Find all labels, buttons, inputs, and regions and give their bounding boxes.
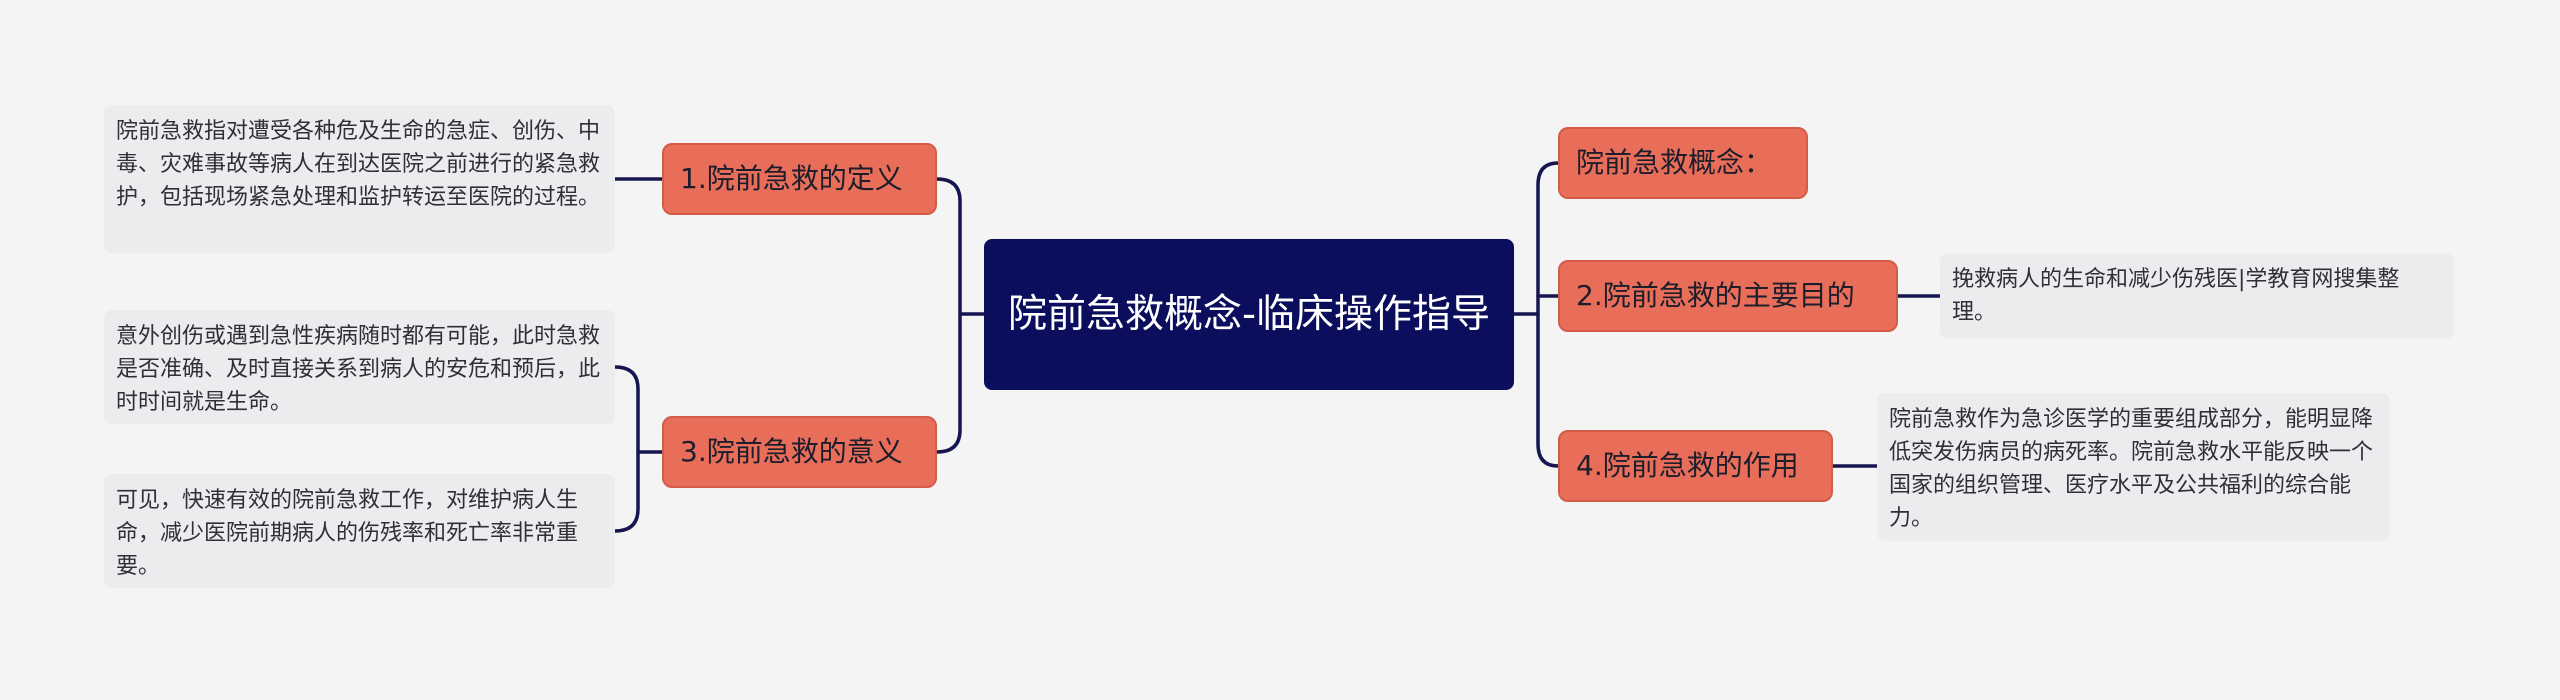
leaf-significance-1[interactable]: 意外创伤或遇到急性疾病随时都有可能，此时急救是否准确、及时直接关系到病人的安危和… (104, 310, 615, 424)
leaf-significance-1-text: 意外创伤或遇到急性疾病随时都有可能，此时急救是否准确、及时直接关系到病人的安危和… (116, 324, 601, 415)
topic-definition-label: 1.院前急救的定义 (680, 162, 903, 195)
leaf-definition[interactable]: 院前急救指对遭受各种危及生命的急症、创伤、中毒、灾难事故等病人在到达医院之前进行… (104, 105, 615, 253)
topic-purpose[interactable]: 2.院前急救的主要目的 (1558, 260, 1898, 332)
leaf-significance-2-text: 可见，快速有效的院前急救工作，对维护病人生命，减少医院前期病人的伤残率和死亡率非… (116, 488, 579, 579)
leaf-purpose[interactable]: 挽救病人的生命和减少伤残医|学教育网搜集整理。 (1940, 253, 2454, 339)
root-topic[interactable]: 院前急救概念-临床操作指导 (984, 239, 1514, 390)
topic-concept[interactable]: 院前急救概念： (1558, 127, 1808, 199)
topic-purpose-label: 2.院前急救的主要目的 (1576, 279, 1855, 312)
leaf-role[interactable]: 院前急救作为急诊医学的重要组成部分，能明显降低突发伤病员的病死率。院前急救水平能… (1877, 393, 2390, 541)
leaf-significance-2[interactable]: 可见，快速有效的院前急救工作，对维护病人生命，减少医院前期病人的伤残率和死亡率非… (104, 474, 615, 588)
topic-significance[interactable]: 3.院前急救的意义 (662, 416, 937, 488)
root-title: 院前急救概念-临床操作指导 (1007, 292, 1491, 337)
topic-definition[interactable]: 1.院前急救的定义 (662, 143, 937, 215)
topic-significance-label: 3.院前急救的意义 (680, 435, 903, 468)
topic-concept-label: 院前急救概念： (1576, 146, 1773, 179)
connector-right-trunk (1536, 161, 1560, 468)
leaf-definition-text: 院前急救指对遭受各种危及生命的急症、创伤、中毒、灾难事故等病人在到达医院之前进行… (116, 119, 601, 210)
connector-significance-trunk (613, 365, 664, 533)
connector-left-trunk (935, 177, 962, 454)
leaf-role-text: 院前急救作为急诊医学的重要组成部分，能明显降低突发伤病员的病死率。院前急救水平能… (1889, 407, 2374, 531)
topic-role-label: 4.院前急救的作用 (1576, 449, 1799, 482)
leaf-purpose-text: 挽救病人的生命和减少伤残医|学教育网搜集整理。 (1952, 267, 2400, 325)
topic-role[interactable]: 4.院前急救的作用 (1558, 430, 1833, 502)
